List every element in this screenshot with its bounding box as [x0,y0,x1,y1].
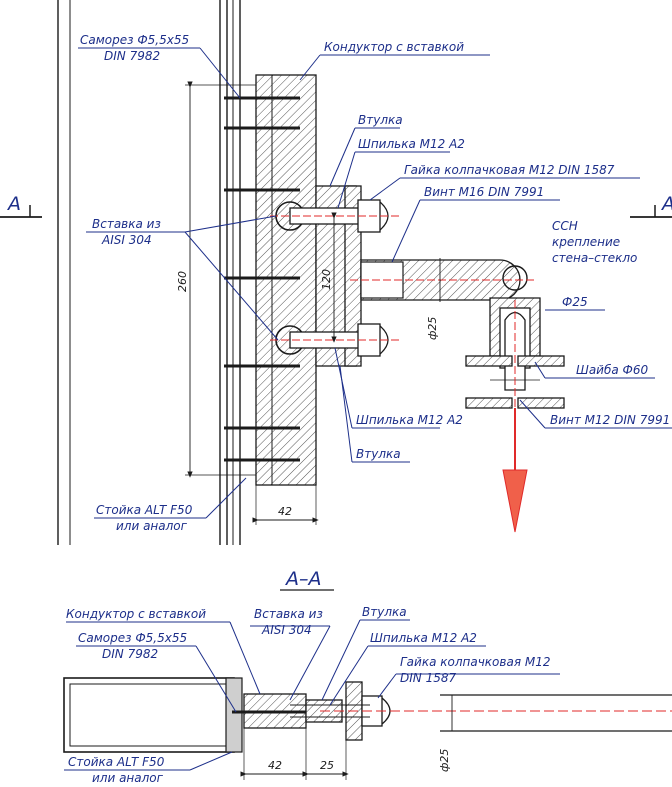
svg-text:42: 42 [278,505,292,518]
label-stud-bottom: Шпилька М12 А2 [356,413,463,427]
label-screw-m12: Винт М12 DIN 7991 [550,413,670,427]
section-label-stud: Шпилька М12 А2 [370,631,477,645]
section-marker-left: А [0,193,42,218]
section-label-post: Стойка ALT F50 [68,755,165,769]
section-label-bushing: Втулка [362,605,407,619]
jig-block [255,74,317,486]
section-letter-right: А [660,193,672,215]
label-post-line2: или аналог [116,519,188,533]
section-label-screw: Саморез Ф5,5х55 [78,631,187,645]
dimension-260: 260 [176,81,256,478]
label-insert-material: AISI 304 [101,233,152,247]
load-arrow [502,408,528,533]
label-screw-m16: Винт М16 DIN 7991 [424,185,544,199]
label-screw-din: DIN 7982 [104,49,160,63]
self-tapping-screws [224,96,300,462]
label-stud-top: Шпилька М12 А2 [358,137,465,151]
label-jig: Кондуктор с вставкой [324,40,464,54]
label-ssn: ССН [552,219,578,233]
section-dimension-diam25: ф25 [438,695,453,772]
section-marker-right: А [630,193,672,218]
svg-text:120: 120 [320,269,333,290]
section-label-post-line2: или аналог [92,771,164,785]
glass-clamp [465,297,565,420]
label-ssn-line2: крепление [552,235,620,249]
post-profile [57,0,241,545]
label-cap-nut: Гайка колпачковая М12 DIN 1587 [404,163,615,177]
section-label-jig: Кондуктор с вставкой [66,607,206,621]
dimension-120: 120 [320,212,337,343]
section-dimension-25: 25 [302,740,349,780]
section-label-insert-material: AISI 304 [261,623,312,637]
post-profile-section [63,677,235,753]
label-washer: Шайба Ф60 [576,363,649,377]
section-letter-left: А [6,193,21,215]
svg-text:42: 42 [268,759,282,772]
label-screw: Саморез Ф5,5х55 [80,33,189,47]
svg-text:ф25: ф25 [426,317,439,340]
section-view: А–А 42 25 [63,568,672,785]
svg-text:260: 260 [176,271,189,292]
ssn-arm [350,259,535,301]
stud-bottom [270,323,400,357]
label-post: Стойка ALT F50 [96,503,193,517]
dimension-arm-diam: ф25 [426,258,441,340]
section-label-screw-din: DIN 7982 [102,647,158,661]
section-dimension-42: 42 [240,728,309,780]
label-ssn-line3: стена–стекло [552,251,637,265]
section-leader-lines [64,619,560,771]
label-bushing-bottom: Втулка [356,447,401,461]
label-bushing-top: Втулка [358,113,403,127]
elevation-view: А А [0,0,672,545]
svg-text:25: 25 [320,759,334,772]
label-insert: Вставка из [92,217,161,231]
section-label-cap-nut-din: DIN 1587 [400,671,456,685]
label-diam25: Ф25 [562,295,588,309]
svg-text:ф25: ф25 [438,749,451,772]
section-title: А–А [284,568,322,590]
section-label-insert: Вставка из [254,607,323,621]
dimension-42: 42 [252,485,319,525]
section-label-cap-nut: Гайка колпачковая М12 [400,655,550,669]
leader-lines [78,47,672,519]
